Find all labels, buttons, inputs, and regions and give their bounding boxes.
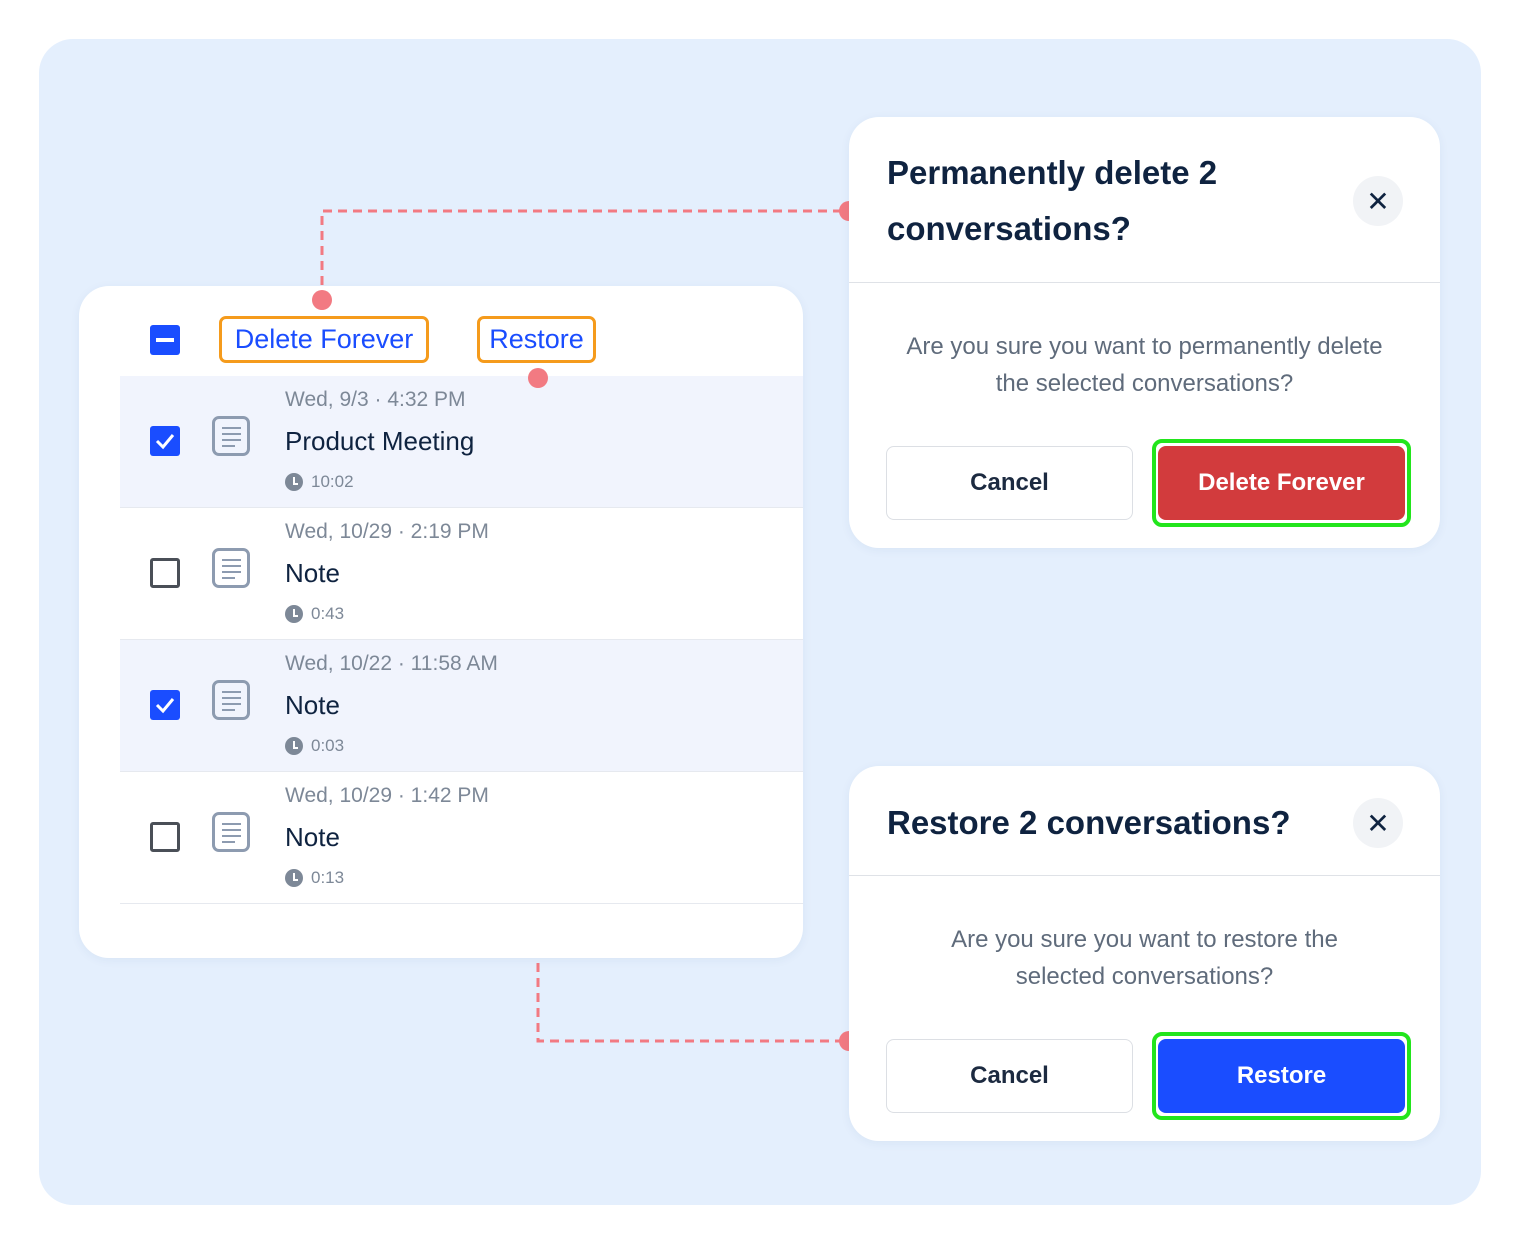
dialog-message: Are you sure you want to restore the sel… — [951, 926, 1338, 990]
document-icon — [212, 812, 250, 852]
connector-delete — [320, 209, 849, 300]
checkmark-icon — [155, 698, 175, 714]
divider — [849, 282, 1440, 283]
row-title: Note — [285, 558, 340, 588]
row-date: Wed, 9/3 · 4:32 PM — [285, 388, 466, 411]
restore-confirm-dialog: Restore 2 conversations? ✕ Are you sure … — [849, 766, 1440, 1141]
checkmark-icon — [155, 434, 175, 450]
row-duration: 0:13 — [285, 868, 344, 888]
restore-confirm-button[interactable]: Restore — [1158, 1039, 1405, 1113]
duration-text: 0:13 — [311, 868, 345, 887]
row-date: Wed, 10/22 · 11:58 AM — [285, 652, 498, 675]
row-checkbox[interactable] — [150, 822, 180, 852]
row-checkbox[interactable] — [150, 690, 180, 720]
row-title: Note — [285, 822, 340, 852]
document-icon — [212, 680, 250, 720]
delete-confirm-dialog: Permanently delete 2 conversations? ✕ Ar… — [849, 117, 1440, 548]
row-title: Product Meeting — [285, 426, 475, 456]
document-icon — [212, 548, 250, 588]
connector-restore — [536, 378, 849, 1043]
delete-forever-confirm-button[interactable]: Delete Forever — [1158, 446, 1405, 520]
conversation-row[interactable]: Wed, 10/29 · 1:42 PM Note 0:13 — [120, 772, 803, 904]
dialog-message: Are you sure you want to permanently del… — [906, 333, 1383, 397]
conversation-row[interactable]: Wed, 9/3 · 4:32 PM Product Meeting 10:02 — [120, 376, 803, 508]
select-all-checkbox[interactable] — [150, 325, 180, 355]
duration-text: 0:43 — [311, 604, 345, 623]
row-duration: 0:03 — [285, 736, 344, 756]
restore-button[interactable]: Restore — [477, 316, 596, 363]
clock-icon — [285, 473, 303, 491]
clock-icon — [285, 737, 303, 755]
conversation-row[interactable]: Wed, 10/29 · 2:19 PM Note 0:43 — [120, 508, 803, 640]
highlight-outline — [1152, 439, 1411, 527]
duration-text: 0:03 — [311, 736, 345, 755]
row-date: Wed, 10/29 · 1:42 PM — [285, 784, 489, 807]
row-duration: 10:02 — [285, 472, 354, 492]
dialog-title: Restore 2 conversations? — [887, 804, 1291, 841]
duration-text: 10:02 — [311, 472, 354, 491]
highlight-outline — [1152, 1032, 1411, 1120]
row-title: Note — [285, 690, 340, 720]
row-date: Wed, 10/29 · 2:19 PM — [285, 520, 489, 543]
row-checkbox[interactable] — [150, 558, 180, 588]
conversation-list-card: Delete Forever Restore Wed, 9/3 · 4:32 P… — [79, 286, 803, 958]
conversation-row[interactable]: Wed, 10/22 · 11:58 AM Note 0:03 — [120, 640, 803, 772]
delete-forever-button[interactable]: Delete Forever — [219, 316, 429, 363]
row-checkbox[interactable] — [150, 426, 180, 456]
cancel-button[interactable]: Cancel — [886, 446, 1133, 520]
cancel-button[interactable]: Cancel — [886, 1039, 1133, 1113]
clock-icon — [285, 869, 303, 887]
row-duration: 0:43 — [285, 604, 344, 624]
clock-icon — [285, 605, 303, 623]
dialog-title: Permanently delete 2 conversations? — [887, 154, 1218, 247]
close-icon[interactable]: ✕ — [1353, 176, 1403, 226]
document-icon — [212, 416, 250, 456]
divider — [849, 875, 1440, 876]
close-icon[interactable]: ✕ — [1353, 798, 1403, 848]
